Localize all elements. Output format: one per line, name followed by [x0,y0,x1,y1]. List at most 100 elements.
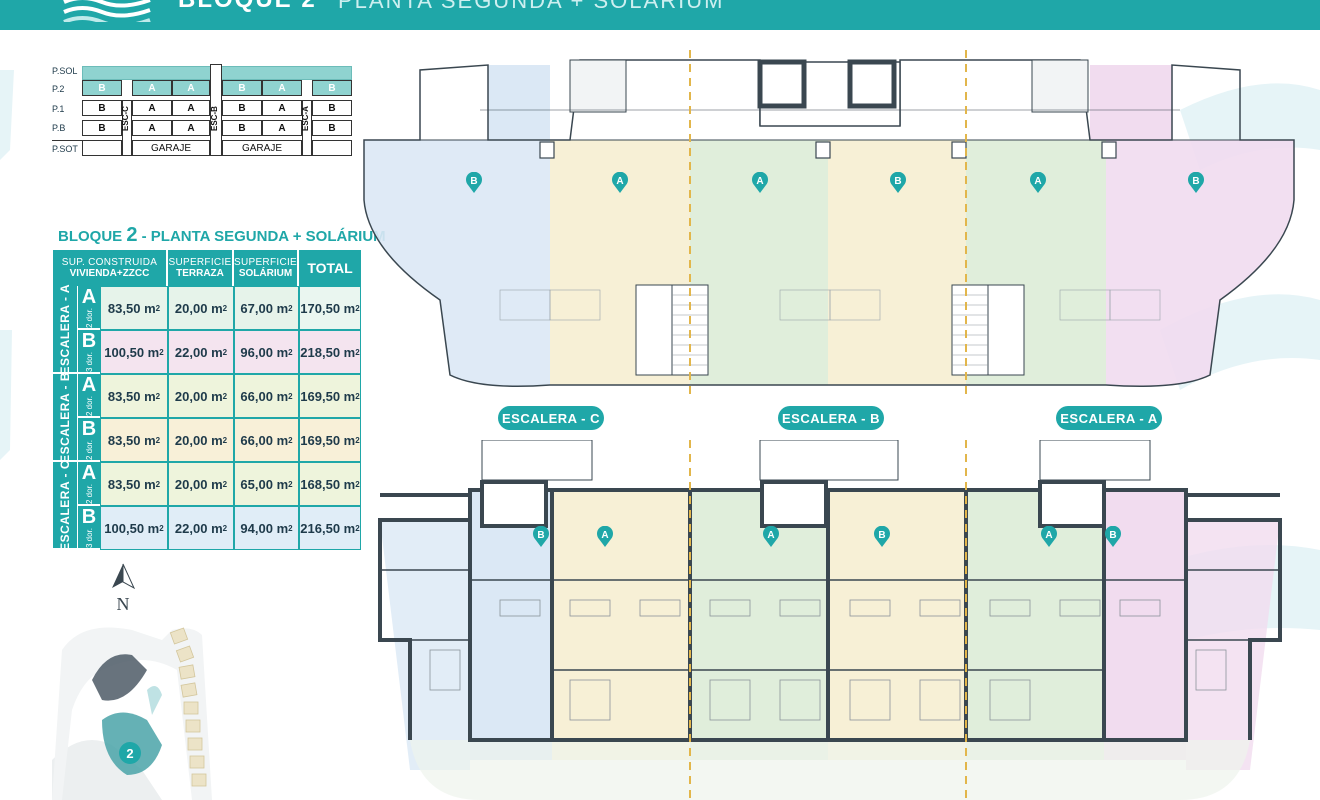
table-cell-value: 216,50 m [300,520,356,536]
building-section-schematic: P.SOL P.2 P.1 P.B P.SOT B A A B A B B A … [52,64,352,160]
table-cell-value: 218,50 m [300,344,356,360]
unit-superscript: 2 [288,347,293,357]
escalera-group-text: ESCALERA - A [58,283,72,375]
header-title: BLOQUE 2 [178,0,317,14]
table-cell-value: 100,50 m [104,520,160,536]
unit-marker-letter: B [470,176,477,187]
header-subtitle: PLANTA SEGUNDA + SOLÁRIUM [338,0,725,13]
table-cell-value: 83,50 m [107,476,156,492]
level-label: P.2 [52,84,65,94]
table-cell-value: 83,50 m [107,388,156,404]
unit-marker-icon: A [1030,172,1046,193]
level-label: P.SOT [52,144,78,154]
unit-bedrooms: 2 dor. [84,307,94,328]
unit-superscript: 2 [222,303,228,313]
table-cell-value: 22,00 m [174,344,223,360]
unit-superscript: 2 [355,303,360,313]
header-line1: SUPERFICIE [168,257,232,268]
unit-marker-letter: A [616,176,623,187]
escalera-group-label: ESCALERA - B [53,372,77,462]
unit-marker-icon: A [612,172,628,193]
unit-superscript: 2 [288,303,293,313]
unit-cell: A [262,100,302,116]
unit-cell: B [222,120,262,136]
unit-bedrooms: 2 dor. [84,395,94,416]
unit-marker-icon: B [1188,172,1204,193]
unit-superscript: 2 [155,479,161,489]
garage-cell: GARAJE [222,140,302,156]
ground-line [52,140,82,141]
unit-superscript: 2 [355,347,360,357]
unit-superscript: 2 [159,523,164,533]
unit-superscript: 2 [355,523,360,533]
unit-bedrooms: 3 dor. [84,527,94,548]
site-block-number: 2 [126,746,133,761]
table-cell-value: 67,00 m [240,300,289,316]
unit-cell: B [82,100,122,116]
garage-cell [82,140,122,156]
second-floor-plan [378,440,1282,800]
unit-marker-letter: B [1109,530,1116,541]
table-cell-value: 169,50 m [300,388,356,404]
unit-bedrooms: 2 dor. [84,439,94,460]
unit-superscript: 2 [159,347,164,357]
header-line1: SUPERFICIE [234,257,298,268]
unit-type-letter: B [81,330,97,352]
unit-marker-icon: B [466,172,482,193]
unit-cell: B [312,120,352,136]
brand-logo-icon [63,0,151,22]
unit-marker-letter: B [894,176,901,187]
unit-marker-letter: A [1034,176,1041,187]
unit-marker-icon: A [752,172,768,193]
unit-superscript: 2 [355,391,360,401]
unit-superscript: 2 [222,391,228,401]
unit-cell: B [82,80,122,96]
unit-marker-icon: B [890,172,906,193]
unit-type-letter: A [81,374,97,396]
unit-cell: A [132,80,172,96]
escalera-group-label: ESCALERA - C [53,459,77,551]
unit-marker-icon: B [1105,526,1121,547]
stair-label: ESC-A [301,106,310,132]
unit-cell: B [312,80,352,96]
table-title-number: 2 [126,224,138,246]
north-arrow-icon: N [112,563,136,614]
unit-cell: B [312,100,352,116]
unit-superscript: 2 [155,435,161,445]
garage-cell [312,140,352,156]
header-construida: SUP. CONSTRUIDA VIVIENDA+ZZCC [53,250,168,286]
header-solarium: SUPERFICIE SOLÁRIUM [234,250,299,286]
unit-superscript: 2 [155,391,161,401]
unit-cell: A [262,80,302,96]
unit-marker-icon: A [763,526,779,547]
escalera-group-text: ESCALERA - C [58,459,72,551]
unit-type-letter: B [81,506,97,528]
table-cell-value: 20,00 m [174,300,223,316]
unit-cell: A [172,100,210,116]
unit-type-letter: A [81,286,97,308]
table-cell-value: 83,50 m [107,432,156,448]
table-cell-value: 169,50 m [300,432,356,448]
header-line2: TOTAL [307,260,353,276]
unit-superscript: 2 [355,479,360,489]
stair-core [122,100,132,156]
table-title: BLOQUE 2 - PLANTA SEGUNDA + SOLÁRIUM [58,224,386,247]
table-cell-value: 66,00 m [240,388,289,404]
table-cell-value: 22,00 m [174,520,223,536]
unit-marker-letter: B [537,530,544,541]
escalera-group-label: ESCALERA - A [53,283,77,375]
header-line1: SUP. CONSTRUIDA [61,257,158,268]
